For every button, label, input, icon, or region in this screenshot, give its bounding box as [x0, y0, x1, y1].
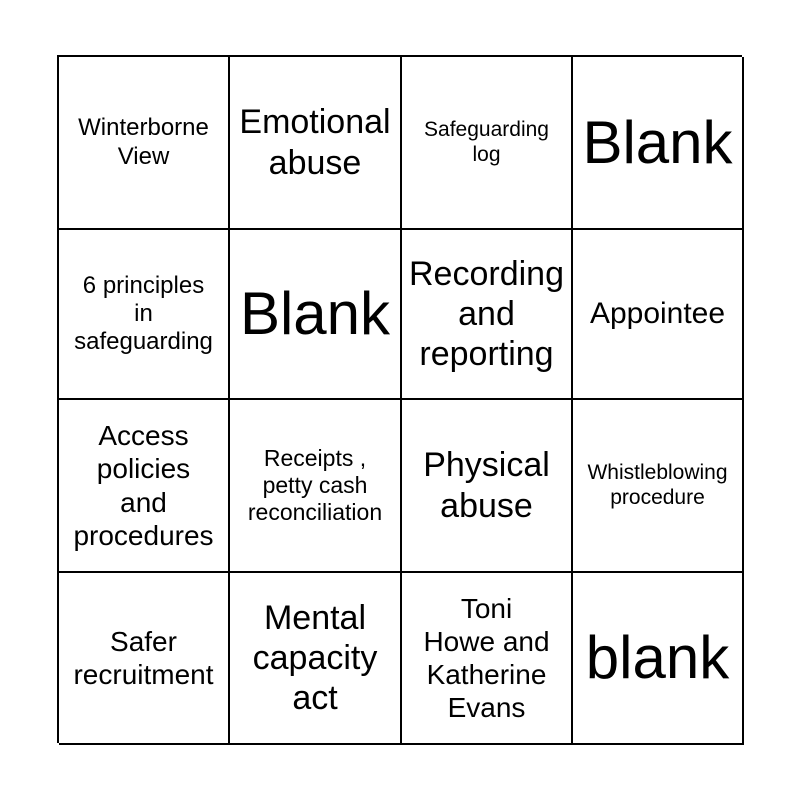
bingo-cell-label: Whistleblowing procedure	[587, 460, 728, 509]
bingo-cell-r1-c4[interactable]: Blank	[573, 57, 744, 230]
bingo-cell-label: Physical abuse	[423, 446, 550, 525]
bingo-cell-r3-c3[interactable]: Physical abuse	[402, 400, 573, 573]
bingo-cell-label: Access policies and procedures	[73, 420, 214, 551]
bingo-cell-label: Recording and reporting	[409, 254, 564, 374]
bingo-cell-label: Mental capacity act	[252, 598, 378, 718]
bingo-cell-r4-c4[interactable]: blank	[573, 573, 744, 745]
bingo-cell-r2-c1[interactable]: 6 principles in safeguarding	[59, 230, 230, 400]
bingo-cell-r2-c3[interactable]: Recording and reporting	[402, 230, 573, 400]
bingo-cell-label: Blank	[239, 280, 391, 347]
bingo-cell-label: Emotional abuse	[239, 103, 391, 182]
bingo-cell-r2-c4[interactable]: Appointee	[573, 230, 744, 400]
bingo-cell-r1-c2[interactable]: Emotional abuse	[230, 57, 402, 230]
bingo-cell-label: blank	[585, 624, 730, 691]
bingo-cell-label: Safer recruitment	[73, 625, 214, 690]
bingo-cell-label: Safeguarding log	[424, 117, 549, 166]
bingo-cell-r4-c2[interactable]: Mental capacity act	[230, 573, 402, 745]
bingo-cell-label: Blank	[582, 108, 733, 176]
bingo-cell-r1-c3[interactable]: Safeguarding log	[402, 57, 573, 230]
bingo-card-grid: Winterborne View Emotional abuse Safeguard…	[57, 55, 744, 745]
bingo-cell-label: Toni Howe and Katherine Evans	[423, 592, 550, 724]
bingo-cell-label: Receipts , petty cash reconciliation	[247, 444, 383, 526]
bingo-cell-r1-c1[interactable]: Winterborne View	[59, 57, 230, 230]
bingo-cell-label: Winterborne View	[78, 114, 209, 170]
bingo-cell-r4-c1[interactable]: Safer recruitment	[59, 573, 230, 745]
bingo-cell-r4-c3[interactable]: Toni Howe and Katherine Evans	[402, 573, 573, 745]
bingo-cell-r3-c4[interactable]: Whistleblowing procedure	[573, 400, 744, 573]
bingo-cell-label: Appointee	[589, 297, 726, 331]
bingo-cell-label: 6 principles in safeguarding	[74, 271, 213, 356]
bingo-cell-r3-c2[interactable]: Receipts , petty cash reconciliation	[230, 400, 402, 573]
bingo-cell-r3-c1[interactable]: Access policies and procedures	[59, 400, 230, 573]
bingo-cell-r2-c2[interactable]: Blank	[230, 230, 402, 400]
